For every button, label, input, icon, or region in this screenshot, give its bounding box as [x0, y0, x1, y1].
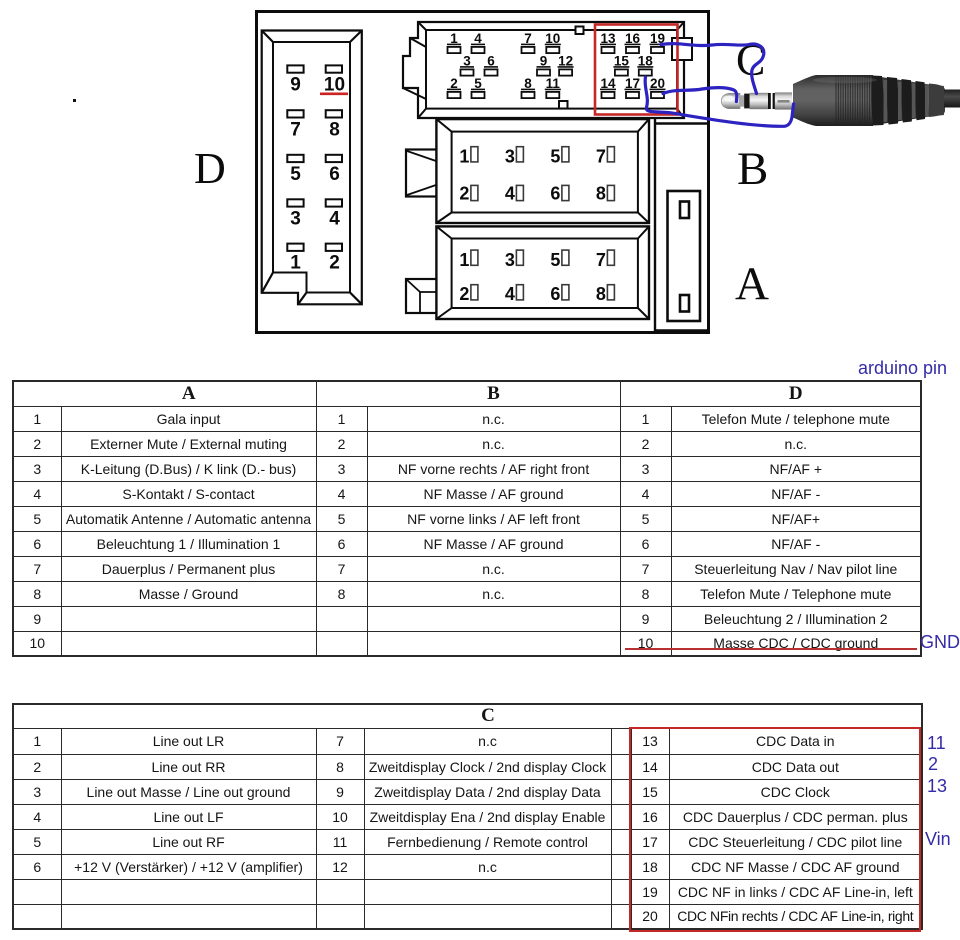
svg-text:4: 4 — [505, 184, 515, 204]
svg-text:11: 11 — [546, 76, 561, 91]
svg-text:16: 16 — [625, 31, 641, 46]
svg-text:9: 9 — [290, 75, 301, 96]
svg-text:B: B — [737, 143, 768, 195]
svg-text:13: 13 — [600, 31, 616, 46]
svg-text:19: 19 — [650, 31, 665, 46]
svg-text:7: 7 — [524, 31, 532, 46]
svg-text:6: 6 — [550, 284, 560, 304]
svg-text:3: 3 — [505, 146, 515, 166]
svg-text:14: 14 — [600, 76, 616, 91]
svg-text:9: 9 — [540, 53, 548, 68]
svg-text:1: 1 — [459, 146, 469, 166]
svg-text:1: 1 — [290, 253, 301, 274]
svg-text:7: 7 — [596, 250, 606, 270]
svg-text:7: 7 — [290, 119, 301, 140]
svg-text:5: 5 — [550, 250, 560, 270]
svg-text:5: 5 — [550, 146, 560, 166]
svg-text:8: 8 — [524, 76, 532, 91]
svg-text:6: 6 — [550, 184, 560, 204]
svg-text:17: 17 — [625, 76, 640, 91]
svg-text:A: A — [735, 258, 769, 310]
svg-text:2: 2 — [459, 184, 469, 204]
svg-text:4: 4 — [474, 31, 482, 46]
svg-text:10: 10 — [324, 75, 345, 96]
svg-text:15: 15 — [614, 53, 630, 68]
svg-text:7: 7 — [596, 146, 606, 166]
svg-text:1: 1 — [459, 250, 469, 270]
svg-text:4: 4 — [329, 208, 340, 229]
svg-text:4: 4 — [505, 284, 515, 304]
svg-text:2: 2 — [459, 284, 469, 304]
svg-text:8: 8 — [596, 184, 606, 204]
svg-text:1: 1 — [450, 31, 458, 46]
svg-text:3: 3 — [505, 250, 515, 270]
svg-text:18: 18 — [638, 53, 654, 68]
svg-text:3: 3 — [290, 208, 301, 229]
svg-text:3: 3 — [463, 53, 471, 68]
svg-text:2: 2 — [450, 76, 458, 91]
svg-text:6: 6 — [329, 164, 340, 185]
svg-text:20: 20 — [650, 76, 665, 91]
svg-text:6: 6 — [487, 53, 495, 68]
svg-text:10: 10 — [545, 31, 560, 46]
svg-text:2: 2 — [329, 253, 340, 274]
svg-text:5: 5 — [474, 76, 482, 91]
svg-text:12: 12 — [558, 53, 573, 68]
svg-text:5: 5 — [290, 164, 301, 185]
svg-text:8: 8 — [596, 284, 606, 304]
svg-text:D: D — [194, 144, 226, 193]
svg-text:8: 8 — [329, 119, 340, 140]
